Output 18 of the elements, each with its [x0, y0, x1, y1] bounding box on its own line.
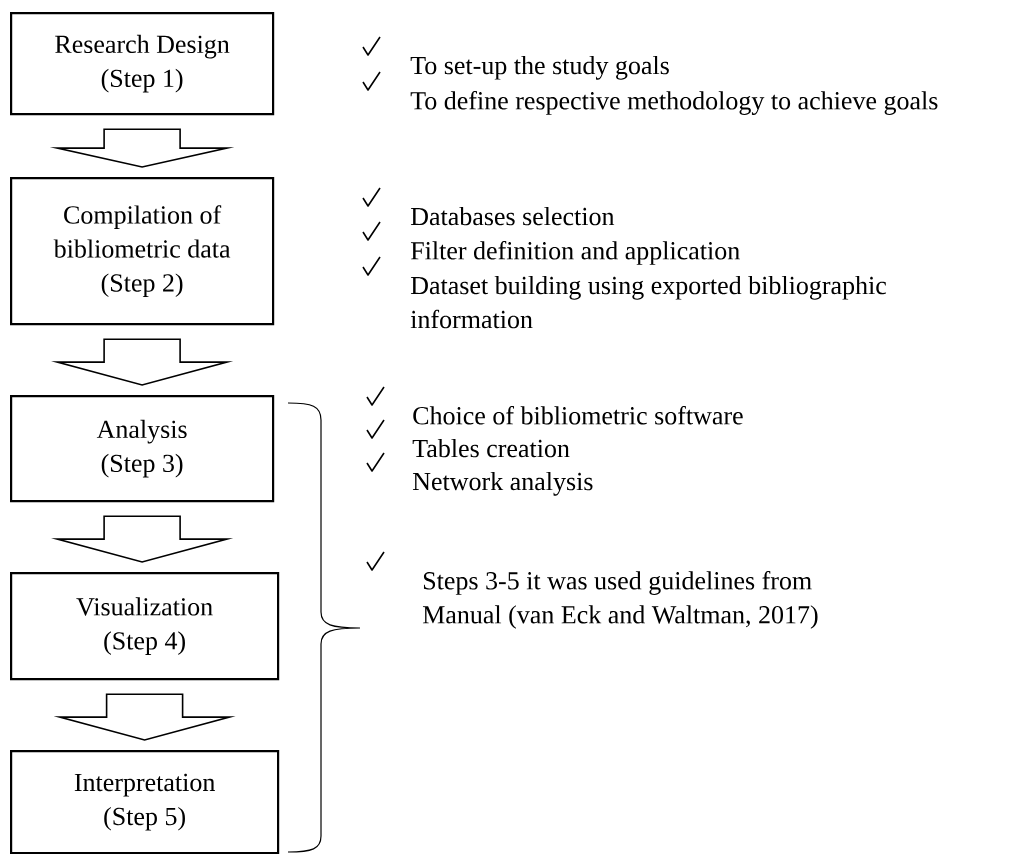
bullet-text: Choice of bibliometric software — [413, 406, 743, 425]
block-arrow — [53, 693, 236, 741]
bullet-text: To set-up the study goals — [410, 56, 669, 80]
bullet-text: Steps 3-5 it was used guidelines from Manual (van Eck and Waltman, 2017) — [422, 571, 818, 629]
process-box: Analysis (Step 3) — [10, 395, 275, 503]
bullet-text: Tables creation — [412, 439, 570, 458]
block-arrow — [51, 338, 234, 386]
bullet-text: Network analysis — [412, 472, 593, 496]
block-arrow — [49, 128, 235, 168]
process-box: Research Design (Step 1) — [10, 12, 275, 116]
bullet-text: Databases selection — [410, 207, 615, 226]
bullet-text: To define respective methodology to achieve goals — [410, 91, 938, 115]
process-box: Interpretation (Step 5) — [10, 750, 280, 854]
bullet-text: Filter definition and application — [410, 241, 740, 265]
block-arrow — [51, 515, 234, 563]
process-box: Compilation of bibliometric data (Step 2) — [10, 177, 275, 326]
process-box: Visualization (Step 4) — [10, 572, 280, 681]
bullet-text: Dataset building using exported bibliographic information — [410, 276, 887, 329]
